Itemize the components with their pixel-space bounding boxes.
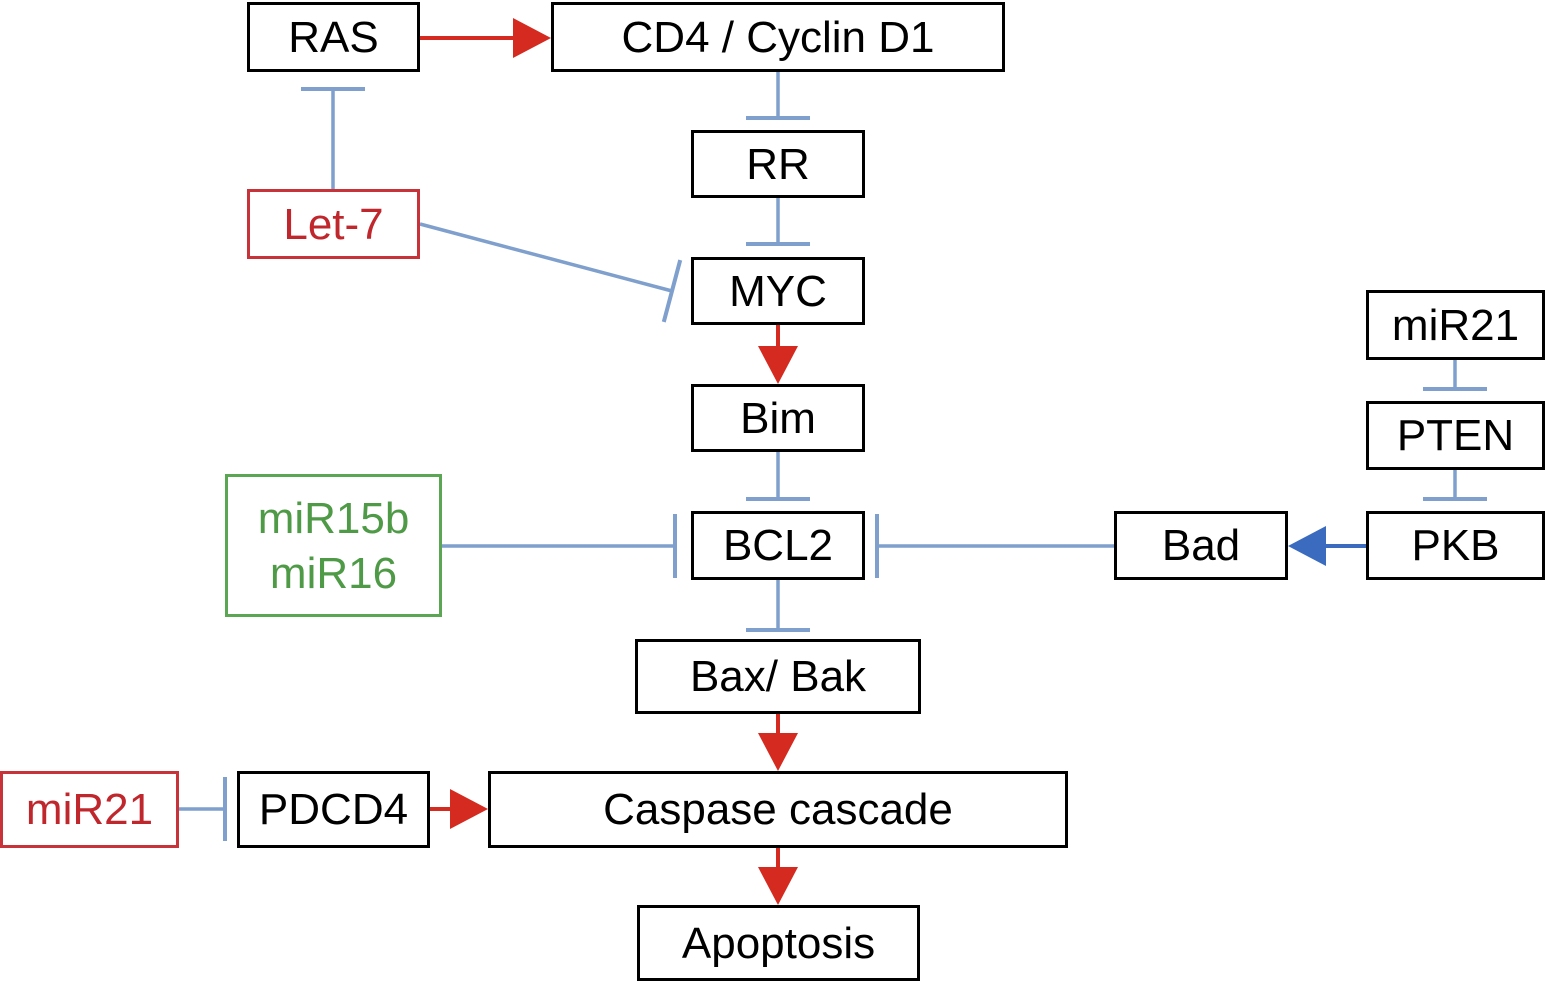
arrowhead-icon — [450, 789, 488, 829]
node-label: BCL2 — [722, 521, 834, 570]
edge-mir15b-bcl2 — [442, 514, 677, 578]
node-label: Bax/ Bak — [689, 652, 867, 701]
node-label: CD4 / Cyclin D1 — [621, 12, 935, 62]
node-myc: MYC — [691, 257, 865, 325]
edge-bad-bcl2 — [875, 514, 1114, 578]
edge-baxbak-caspase — [758, 714, 798, 771]
arrowhead-icon — [758, 733, 798, 771]
edge-mir21_bottom-pdcd4 — [179, 777, 227, 841]
edge-myc-bim — [758, 325, 798, 384]
inhibition-bar-icon — [661, 259, 683, 323]
edge-let7-myc — [419, 222, 683, 323]
node-label: miR21 — [25, 785, 154, 834]
edge-cd4-rr — [746, 72, 810, 120]
node-label: RAS — [288, 12, 379, 62]
edge-line — [419, 222, 673, 293]
arrowhead-icon — [758, 346, 798, 384]
node-pten: PTEN — [1366, 401, 1545, 470]
edge-let7-ras — [301, 87, 365, 189]
node-mir21-top: miR21 — [1366, 290, 1545, 360]
arrowhead-icon — [1288, 526, 1326, 566]
node-label: MYC — [729, 266, 827, 316]
node-rr: RR — [691, 130, 865, 198]
edge-rr-myc — [746, 198, 810, 246]
edge-ras-cd4 — [420, 18, 551, 58]
node-label: PKB — [1411, 521, 1500, 570]
node-bcl2: BCL2 — [691, 511, 865, 580]
node-label: Apoptosis — [681, 918, 876, 968]
edge-pdcd4-caspase — [430, 789, 488, 829]
node-cd4-cyclin-d1: CD4 / Cyclin D1 — [551, 2, 1005, 72]
node-caspase-cascade: Caspase cascade — [488, 771, 1068, 848]
edge-mir21_top-pten — [1423, 360, 1487, 391]
edge-bim-bcl2 — [746, 452, 810, 501]
node-label: Let-7 — [283, 199, 384, 249]
node-label-line-1: miR15b — [257, 493, 410, 543]
edge-pten-pkb — [1423, 470, 1487, 501]
edge-caspase-apoptosis — [758, 848, 798, 905]
node-pkb: PKB — [1366, 511, 1545, 580]
node-label: Bim — [740, 393, 816, 443]
node-bad: Bad — [1114, 511, 1288, 580]
node-label-line-2: miR16 — [269, 548, 398, 598]
node-label: Bad — [1161, 521, 1241, 570]
node-label: PDCD4 — [258, 785, 409, 834]
node-apoptosis: Apoptosis — [637, 905, 920, 981]
node-bim: Bim — [691, 384, 865, 452]
node-let7: Let-7 — [247, 189, 420, 259]
node-mir15b-mir16: miR15b miR16 — [225, 474, 442, 617]
node-label: PTEN — [1396, 411, 1515, 460]
edge-pkb-bad — [1288, 526, 1366, 566]
arrowhead-icon — [758, 867, 798, 905]
node-ras: RAS — [247, 2, 420, 72]
node-label: Caspase cascade — [603, 785, 953, 834]
node-mir21-bottom: miR21 — [0, 771, 179, 848]
node-bax-bak: Bax/ Bak — [635, 639, 921, 714]
edge-bcl2-baxbak — [746, 580, 810, 632]
node-label: miR21 — [1391, 300, 1520, 350]
node-pdcd4: PDCD4 — [237, 771, 430, 848]
node-label: RR — [746, 139, 810, 189]
arrowhead-icon — [513, 18, 551, 58]
